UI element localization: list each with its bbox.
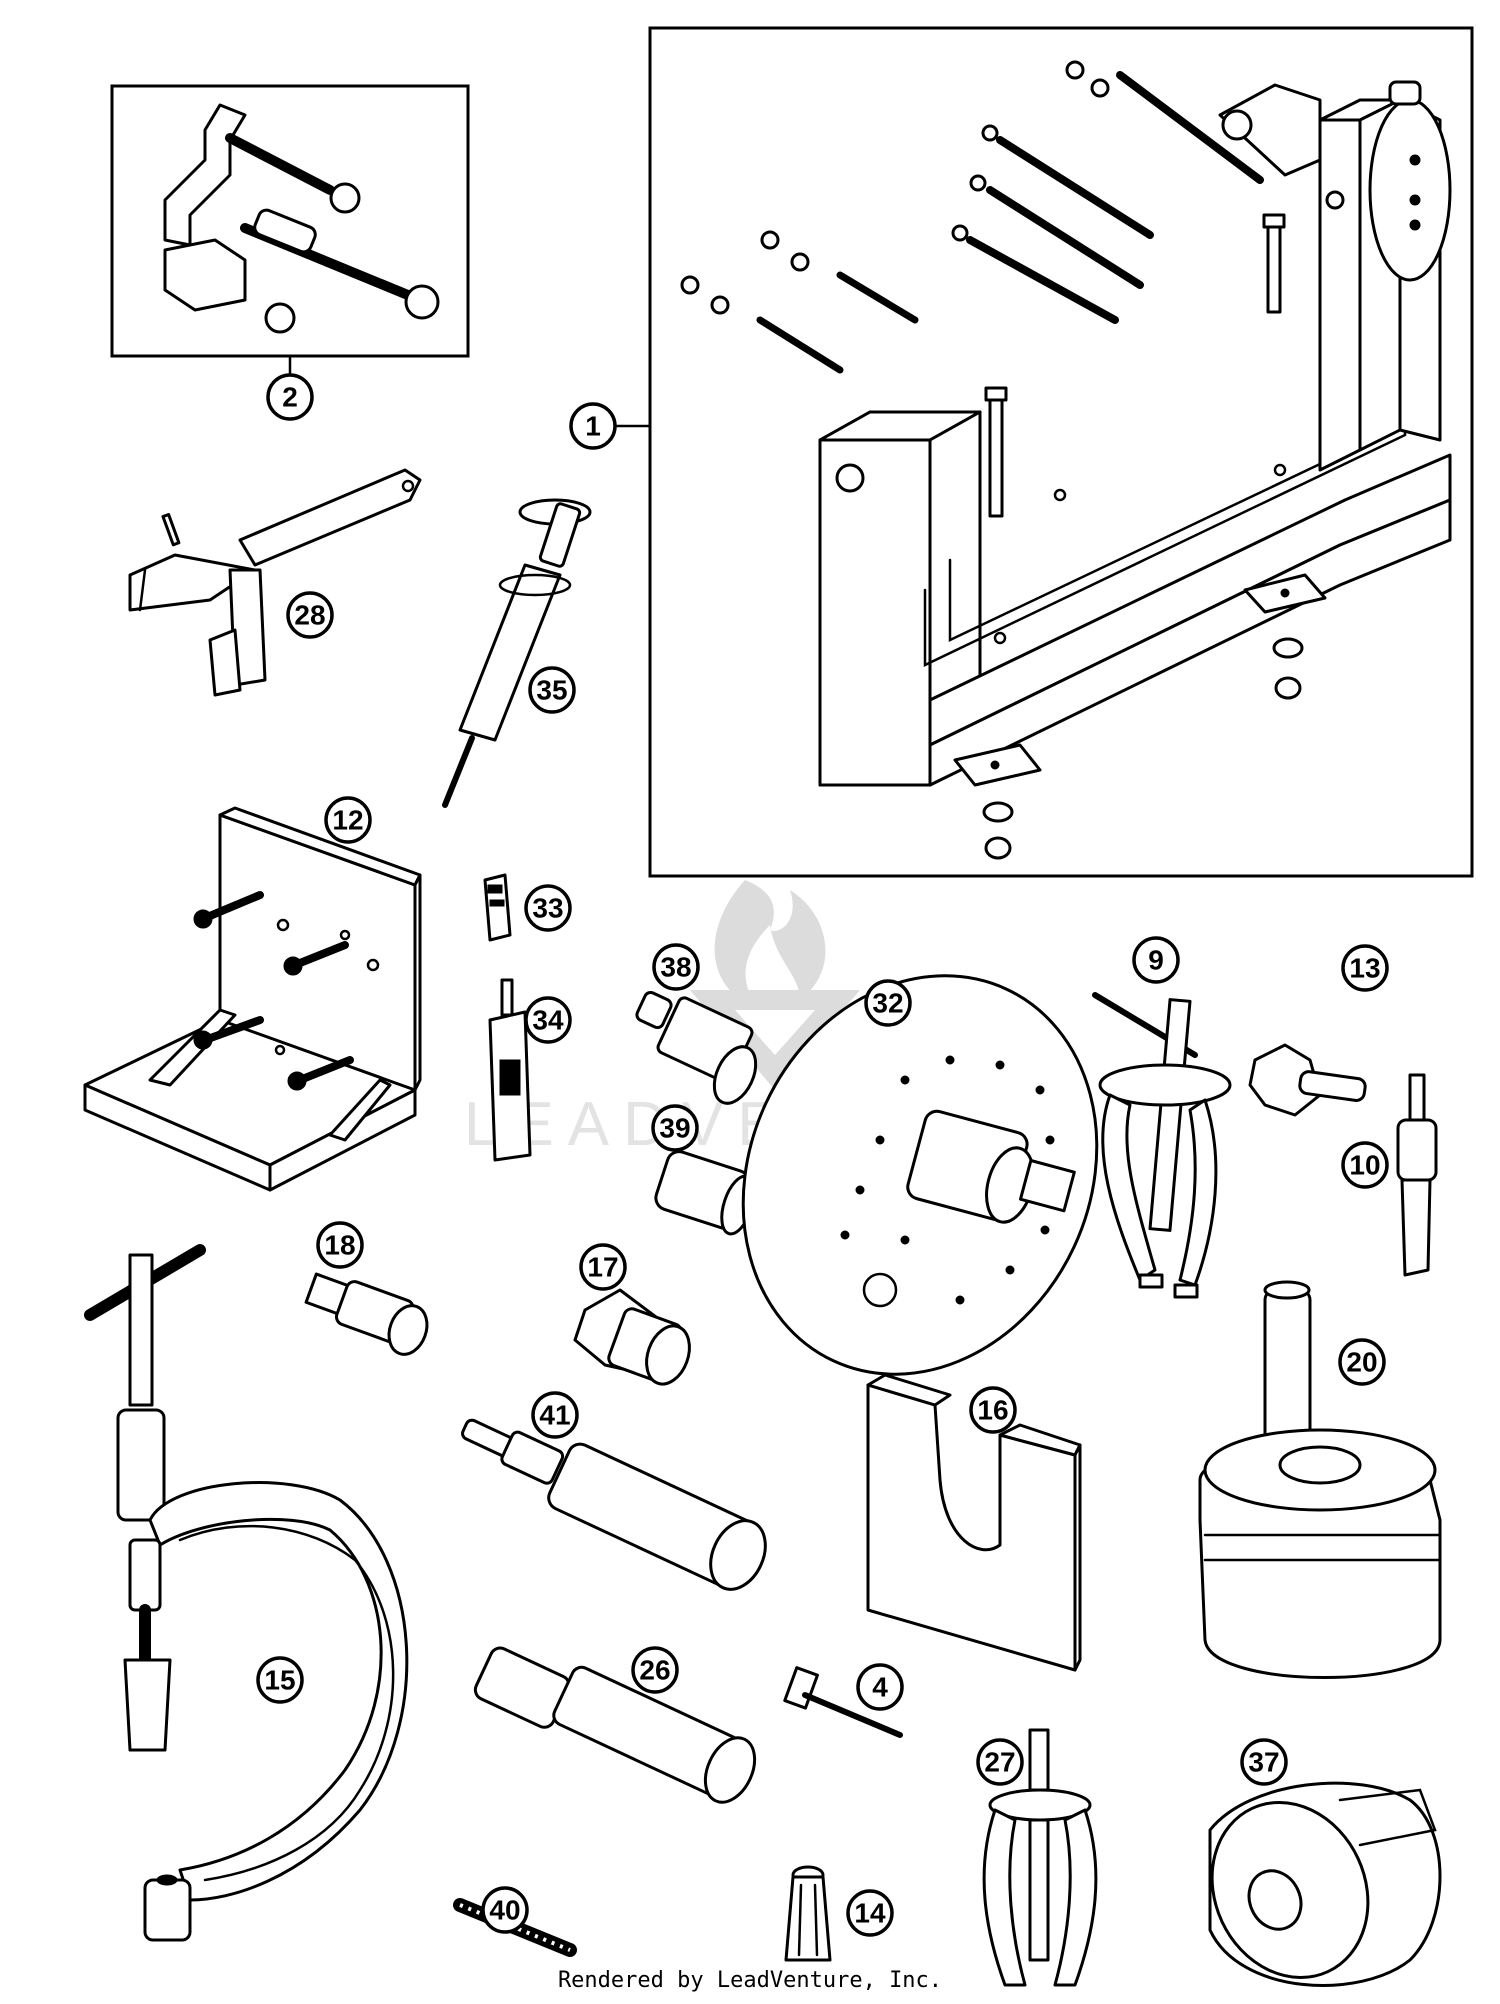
svg-text:41: 41 <box>539 1400 570 1431</box>
bushing-part <box>654 1150 756 1236</box>
support-plate-part <box>83 806 422 1192</box>
callout-4: 4 <box>856 1663 904 1711</box>
svg-text:1: 1 <box>585 411 601 442</box>
svg-text:10: 10 <box>1349 1150 1380 1181</box>
callout-32: 32 <box>864 979 912 1027</box>
svg-text:40: 40 <box>489 1895 520 1926</box>
installer-part <box>461 1418 767 1591</box>
engine-stand-frame <box>648 26 1474 878</box>
svg-text:2: 2 <box>282 382 298 413</box>
callout-labels: 1 2 28 35 12 33 34 38 39 32 9 13 10 18 1… <box>256 373 1389 1937</box>
disc-plate-part <box>741 974 1099 1376</box>
puller-screw-part <box>442 498 592 808</box>
svg-text:20: 20 <box>1346 1347 1377 1378</box>
callout-39: 39 <box>651 1104 699 1152</box>
svg-text:34: 34 <box>532 1005 564 1036</box>
svg-text:32: 32 <box>872 988 903 1019</box>
svg-text:17: 17 <box>587 1252 618 1283</box>
callout-33: 33 <box>524 884 572 932</box>
pin-part <box>783 1666 903 1738</box>
callout-37: 37 <box>1240 1738 1288 1786</box>
svg-text:37: 37 <box>1248 1747 1279 1778</box>
svg-text:18: 18 <box>324 1230 355 1261</box>
valve-compressor-part <box>84 1244 409 1942</box>
callout-10: 10 <box>1341 1141 1389 1189</box>
knob-part <box>1248 1043 1367 1117</box>
callout-41: 41 <box>531 1391 579 1439</box>
callout-35: 35 <box>528 666 576 714</box>
press-base-part <box>1198 1280 1442 1679</box>
adapter-part <box>1396 1073 1438 1277</box>
svg-text:27: 27 <box>984 1747 1015 1778</box>
two-jaw-puller-part <box>1092 992 1232 1299</box>
bracket-tool-part <box>110 84 470 377</box>
svg-text:13: 13 <box>1349 953 1380 984</box>
svg-text:4: 4 <box>872 1672 888 1703</box>
callout-26: 26 <box>631 1646 679 1694</box>
socket-part <box>304 1272 429 1356</box>
cup-holder-part <box>1208 1781 1442 1987</box>
engine-stand-part <box>610 26 1474 878</box>
callout-14: 14 <box>846 1889 894 1937</box>
socket-wrench-part <box>473 1646 757 1804</box>
callout-40: 40 <box>481 1886 529 1934</box>
callout-34: 34 <box>524 996 572 1044</box>
svg-text:16: 16 <box>977 1395 1008 1426</box>
svg-text:35: 35 <box>536 675 567 706</box>
svg-text:39: 39 <box>659 1113 690 1144</box>
callout-9: 9 <box>1132 936 1180 984</box>
svg-text:14: 14 <box>854 1898 886 1929</box>
slotted-sleeve-part <box>784 1865 832 1962</box>
callout-18: 18 <box>316 1221 364 1269</box>
callout-13: 13 <box>1341 944 1389 992</box>
slotted-plate-part <box>866 1373 1082 1672</box>
holder-tool-part <box>128 468 422 697</box>
callout-15: 15 <box>256 1656 304 1704</box>
svg-text:15: 15 <box>264 1665 295 1696</box>
callout-16: 16 <box>969 1386 1017 1434</box>
bottle-part <box>488 978 532 1162</box>
svg-text:38: 38 <box>660 952 691 983</box>
svg-text:9: 9 <box>1148 945 1164 976</box>
callout-12: 12 <box>324 796 372 844</box>
drift-part <box>635 990 758 1105</box>
svg-text:28: 28 <box>294 600 325 631</box>
svg-text:33: 33 <box>532 893 563 924</box>
footer-credit: Rendered by LeadVenture, Inc. <box>557 1968 943 1993</box>
svg-text:12: 12 <box>332 805 363 836</box>
callout-17: 17 <box>579 1243 627 1291</box>
callout-27: 27 <box>976 1738 1024 1786</box>
callout-2: 2 <box>266 373 314 421</box>
sleeve-part <box>483 873 512 942</box>
bearing-puller-part <box>982 1728 1098 1987</box>
callout-20: 20 <box>1338 1338 1386 1386</box>
svg-text:26: 26 <box>639 1655 670 1686</box>
cone-drift-part <box>573 1288 691 1386</box>
callout-28: 28 <box>286 591 334 639</box>
callout-1: 1 <box>569 402 617 450</box>
callout-38: 38 <box>652 943 700 991</box>
